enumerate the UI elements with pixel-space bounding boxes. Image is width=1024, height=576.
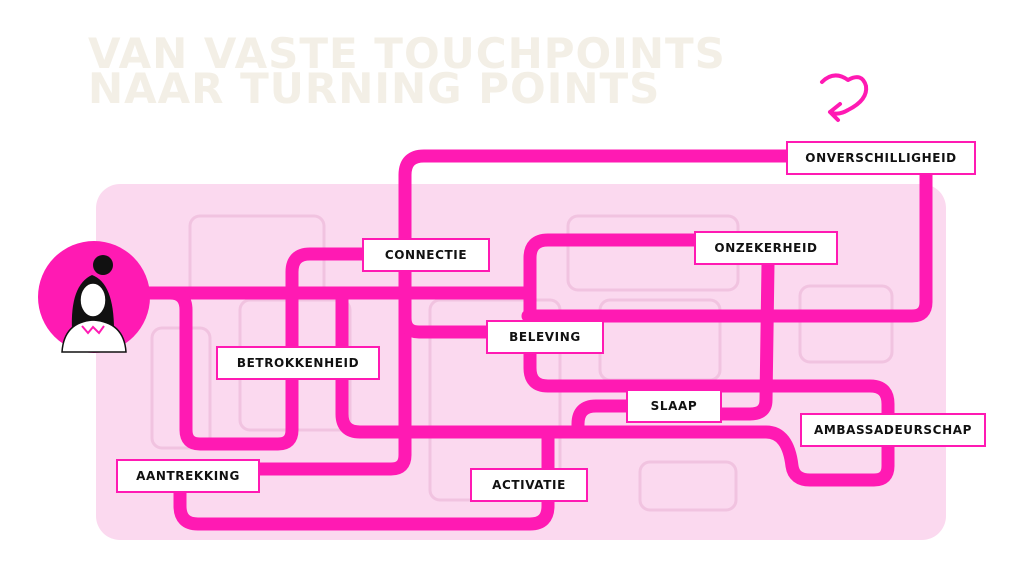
title-line-1: VAN VASTE TOUCHPOINTS bbox=[88, 29, 726, 78]
label-betrokkenheid: BETROKKENHEID bbox=[216, 346, 380, 380]
background-panel bbox=[96, 184, 946, 540]
person-avatar-icon bbox=[38, 241, 150, 353]
label-connectie: CONNECTIE bbox=[362, 238, 490, 272]
label-beleving: BELEVING bbox=[486, 320, 604, 354]
route-onzekerheid-left bbox=[335, 233, 895, 487]
route-onzekerheid-down bbox=[683, 257, 775, 421]
route-slaap-left bbox=[571, 399, 637, 439]
route-aantrekking bbox=[173, 425, 555, 531]
label-onverschilligheid: ONVERSCHILLIGHEID bbox=[786, 141, 976, 175]
route-beleving-top bbox=[398, 311, 499, 339]
route-onverschilligheid-right bbox=[521, 165, 933, 323]
heart-scribble-icon bbox=[820, 73, 869, 122]
label-aantrekking: AANTREKKING bbox=[116, 459, 260, 493]
page-title: VAN VASTE TOUCHPOINTS NAAR TURNING POINT… bbox=[88, 29, 948, 113]
label-activatie: ACTIVATIE bbox=[470, 468, 588, 502]
title-line-2: NAAR TURNING POINTS bbox=[88, 64, 661, 113]
label-ambassadeurschap: AMBASSADEURSCHAP bbox=[800, 413, 986, 447]
label-onzekerheid: ONZEKERHEID bbox=[694, 231, 838, 265]
label-slaap: SLAAP bbox=[626, 389, 722, 423]
route-lines bbox=[133, 149, 933, 531]
route-connectie-left bbox=[163, 247, 375, 451]
